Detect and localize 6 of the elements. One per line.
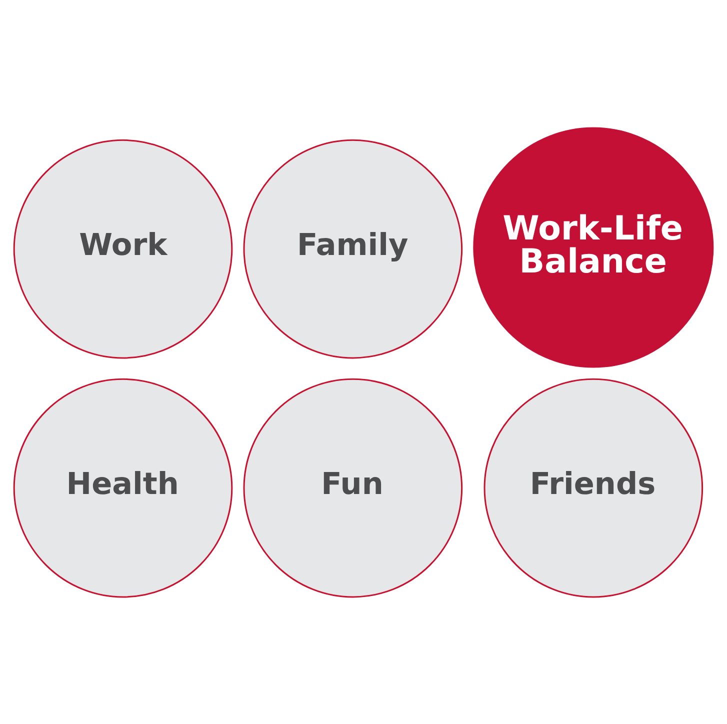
node-circle: Work [13,138,233,358]
node-circle: Health [13,378,233,598]
node-circle: Work-Life Balance [473,126,714,368]
node-circle: Friends [484,378,704,598]
node-circle: Family [243,138,463,358]
node-circle: Fun [243,378,463,598]
